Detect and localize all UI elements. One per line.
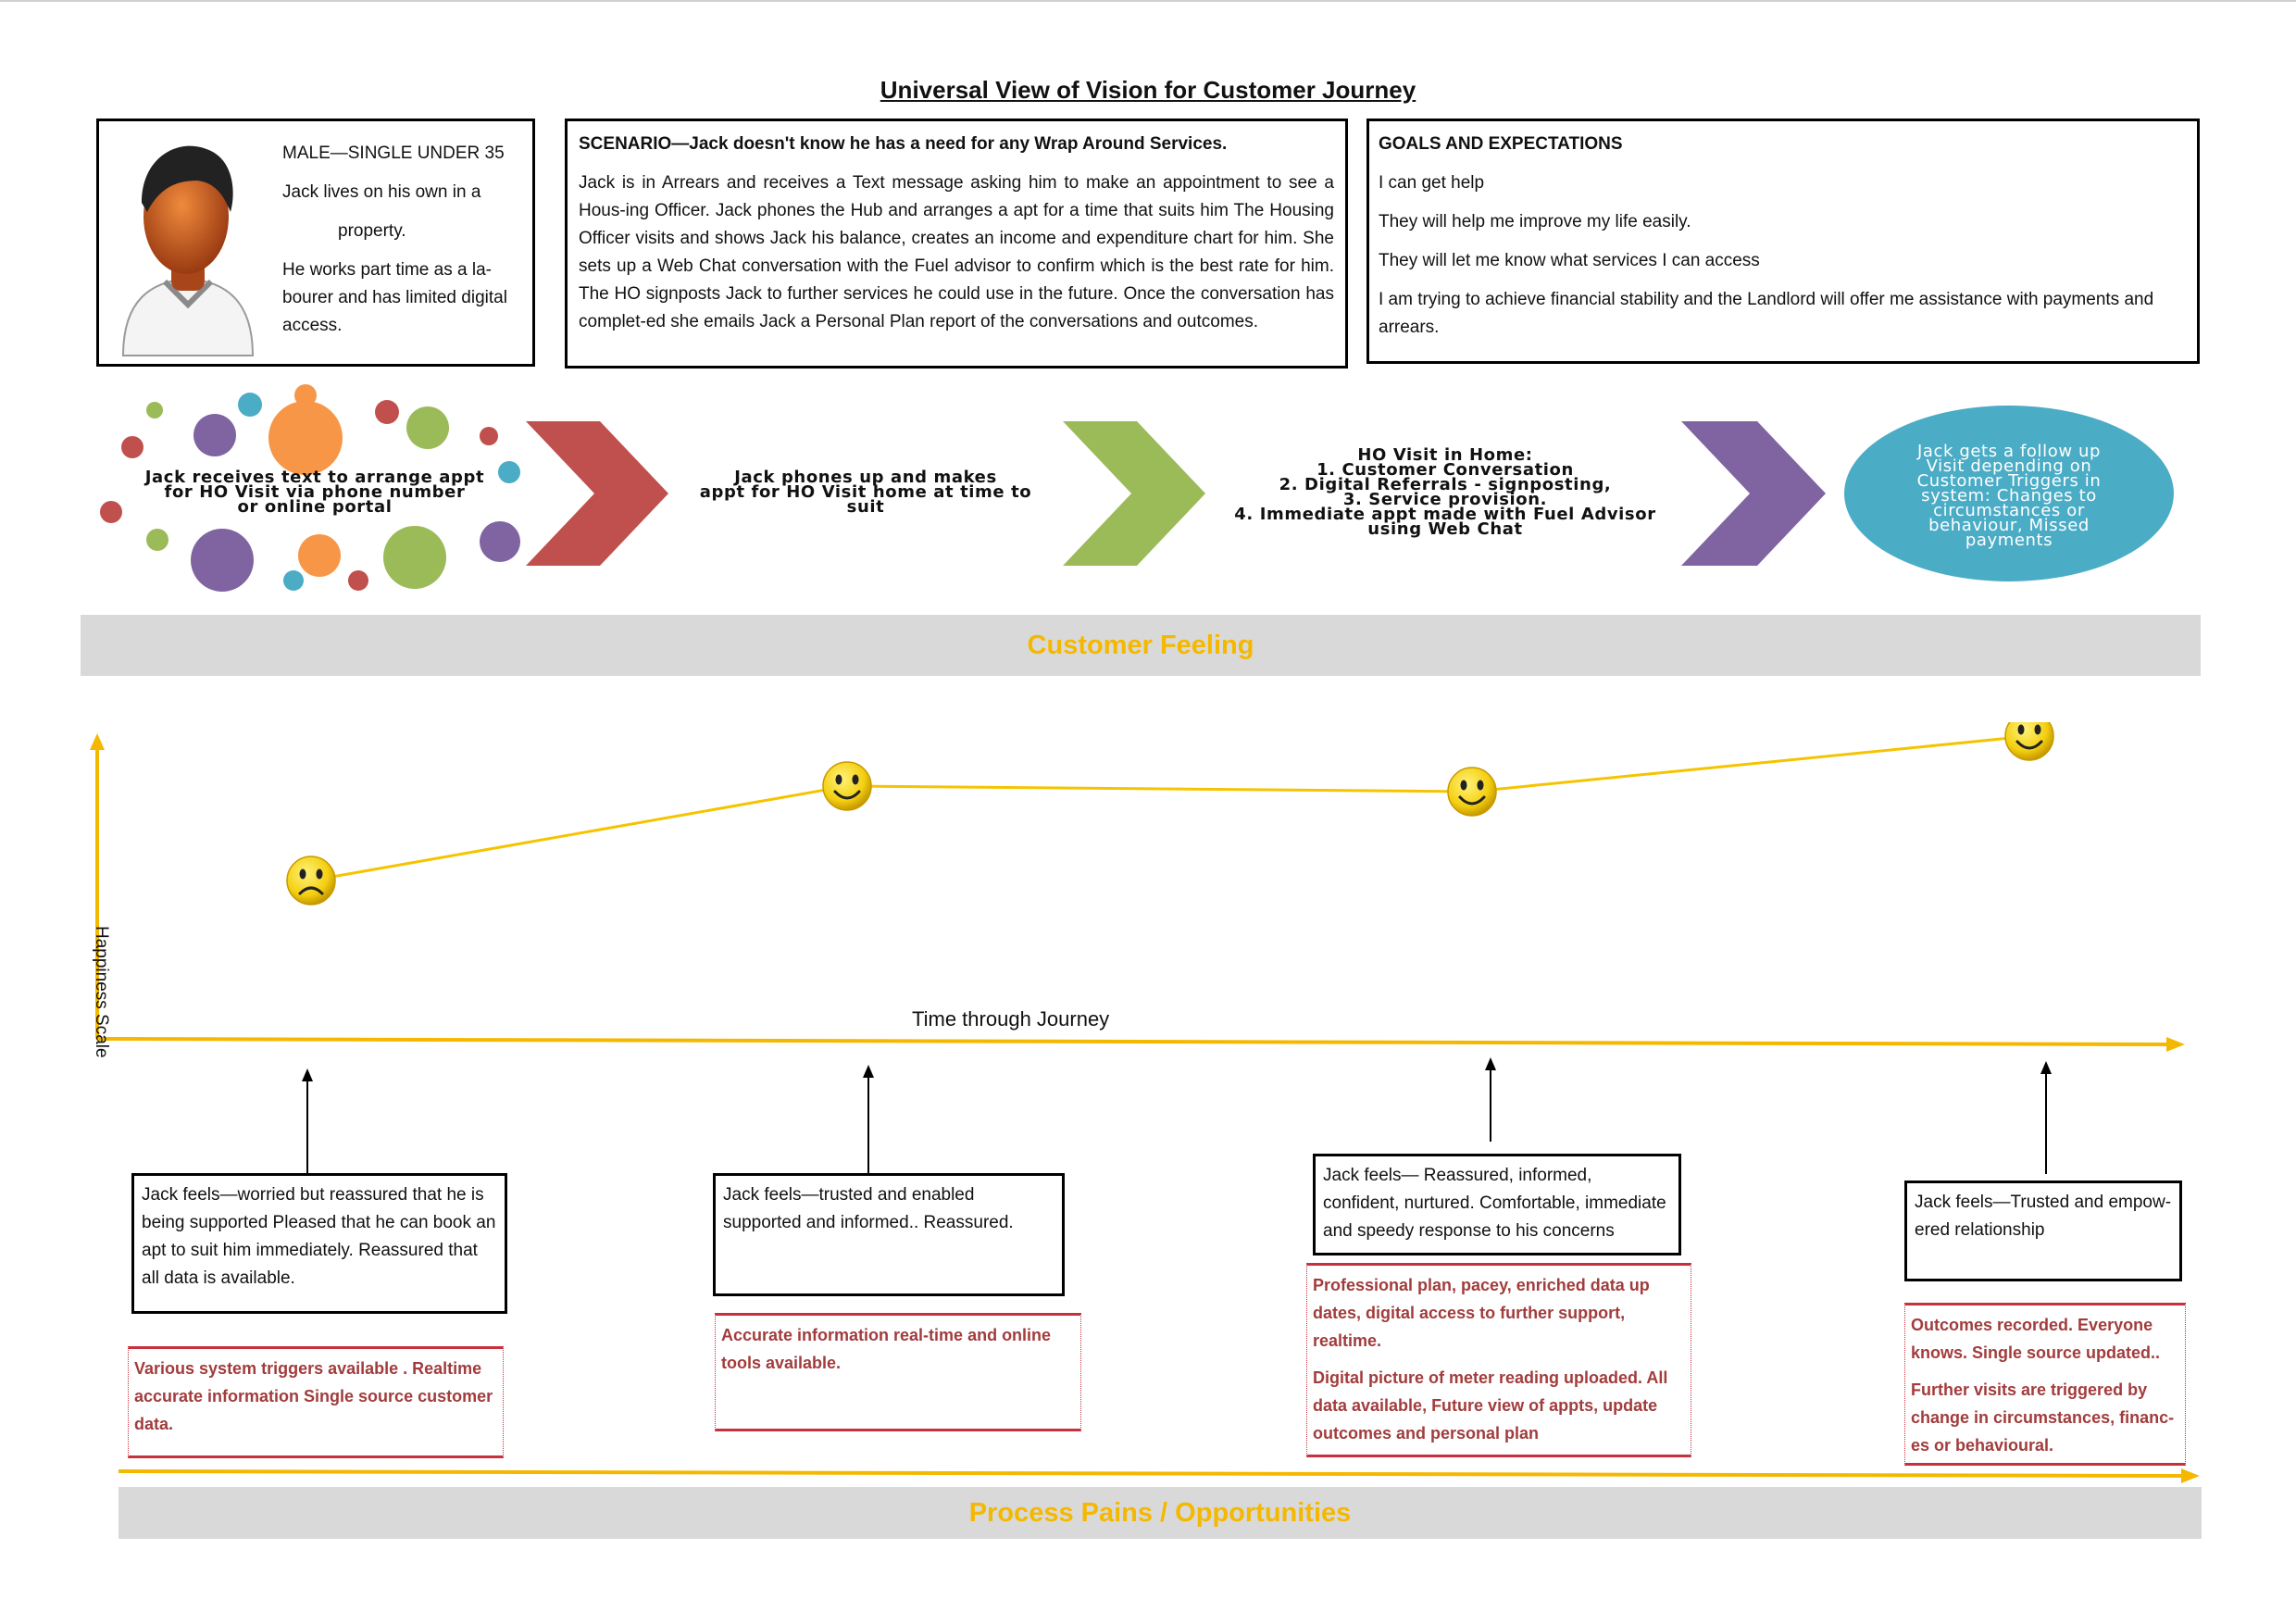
stage-line: 2. Digital Referrals - signposting, bbox=[1279, 475, 1612, 494]
opportunity-text: Various system triggers available . Real… bbox=[134, 1359, 493, 1433]
goal-item: I can get help bbox=[1379, 173, 1485, 193]
stage-line: 1. Customer Conversation bbox=[1316, 460, 1574, 480]
goals-card: GOALS AND EXPECTATIONS I can get help Th… bbox=[1366, 119, 2200, 364]
opportunity-text: Accurate information real-time and onlin… bbox=[721, 1326, 1052, 1372]
stage-text-followup: Jack gets a follow up Visit depending on… bbox=[1861, 442, 2157, 550]
smiley-face-icon bbox=[822, 761, 872, 811]
stage-line: Customer Triggers in bbox=[1916, 471, 2102, 491]
feeling-box-2: Jack feels—trusted and enabled supported… bbox=[713, 1173, 1065, 1296]
scenario-body: Jack is in Arrears and receives a Text m… bbox=[579, 173, 1334, 331]
page-title: Universal View of Vision for Customer Jo… bbox=[880, 76, 1416, 104]
person-avatar-icon bbox=[121, 145, 255, 356]
stage-text-phone: Jack phones up and makes appt for HO Vis… bbox=[667, 468, 1065, 517]
smiley-face-icon bbox=[1447, 767, 1497, 817]
scenario-card: SCENARIO—Jack doesn't know he has a need… bbox=[565, 119, 1348, 369]
persona-card: MALE—SINGLE UNDER 35 Jack lives on his o… bbox=[96, 119, 535, 367]
stage-line: payments bbox=[1965, 531, 2053, 550]
chevron-red bbox=[526, 421, 668, 566]
stage-line: behaviour, Missed bbox=[1928, 516, 2090, 535]
persona-living: Jack lives on his own in a bbox=[282, 182, 481, 202]
feeling-box-4: Jack feels—Trusted and empow-ered relati… bbox=[1904, 1181, 2182, 1281]
stage-line: Jack gets a follow up bbox=[1916, 442, 2102, 461]
x-axis bbox=[96, 1037, 2172, 1046]
stage-line: circumstances or bbox=[1933, 501, 2085, 520]
process-pains-band: Process Pains / Opportunities bbox=[119, 1487, 2202, 1539]
stage-line: using Web Chat bbox=[1367, 519, 1523, 539]
stage-line: Jack phones up and makes bbox=[734, 468, 997, 487]
chevron-purple bbox=[1681, 421, 1826, 566]
y-axis-arrow bbox=[90, 733, 105, 750]
opportunity-text: Outcomes recorded. Everyone knows. Singl… bbox=[1911, 1316, 2161, 1362]
feeling-box-3: Jack feels— Reassured, informed, confide… bbox=[1313, 1154, 1681, 1255]
goal-item: They will help me improve my life easily… bbox=[1379, 212, 1691, 231]
x-axis-arrow bbox=[2166, 1037, 2185, 1052]
smiley-face-icon bbox=[2004, 722, 2054, 761]
persona-demographic: MALE—SINGLE UNDER 35 bbox=[282, 144, 505, 163]
stage-text-receive-sms: Jack receives text to arrange appt for H… bbox=[111, 468, 518, 517]
stage-line: HO Visit in Home: bbox=[1357, 445, 1533, 465]
stage-line: Jack receives text to arrange appt bbox=[144, 468, 485, 487]
sad-face-icon bbox=[286, 856, 336, 906]
chevron-green bbox=[1063, 421, 1205, 566]
stage-line: appt for HO Visit home at time to bbox=[699, 482, 1032, 502]
opportunity-box-2: Accurate information real-time and onlin… bbox=[715, 1313, 1081, 1431]
decorative-dots bbox=[100, 384, 520, 592]
stage-line: 4. Immediate appt made with Fuel Advisor bbox=[1234, 505, 1656, 524]
stage-line: Visit depending on bbox=[1926, 456, 2092, 476]
goal-item: I am trying to achieve financial stabili… bbox=[1379, 290, 2154, 337]
top-rule bbox=[0, 0, 2296, 2]
stage-text-ho-visit: HO Visit in Home: 1. Customer Conversati… bbox=[1200, 445, 1691, 539]
scenario-title: SCENARIO—Jack doesn't know he has a need… bbox=[579, 134, 1228, 154]
journey-stages bbox=[100, 384, 2174, 592]
customer-feeling-band: Customer Feeling bbox=[81, 615, 2201, 676]
opportunity-text: Professional plan, pacey, enriched data … bbox=[1313, 1276, 1650, 1350]
process-arrow bbox=[118, 1468, 2200, 1483]
opportunity-box-1: Various system triggers available . Real… bbox=[128, 1346, 504, 1458]
happiness-line bbox=[310, 734, 2030, 882]
opportunity-text: Further visits are triggered by change i… bbox=[1911, 1380, 2175, 1455]
opportunity-box-3: Professional plan, pacey, enriched data … bbox=[1306, 1263, 1691, 1457]
feeling-box-1: Jack feels—worried but reassured that he… bbox=[131, 1173, 507, 1314]
stage-line: system: Changes to bbox=[1921, 486, 2097, 506]
stage-line: or online portal bbox=[237, 497, 393, 517]
stage-line: for HO Visit via phone number bbox=[164, 482, 466, 502]
followup-circle bbox=[1844, 406, 2174, 581]
happiness-chart bbox=[90, 722, 2185, 1052]
goal-item: They will let me know what services I ca… bbox=[1379, 251, 1760, 270]
opportunity-text: Digital picture of meter reading uploade… bbox=[1313, 1368, 1668, 1443]
goals-title: GOALS AND EXPECTATIONS bbox=[1379, 134, 1623, 154]
stage-line: 3. Service provision. bbox=[1342, 490, 1548, 509]
pointer-arrows bbox=[302, 1057, 2052, 1174]
opportunity-box-4: Outcomes recorded. Everyone knows. Singl… bbox=[1904, 1303, 2186, 1466]
persona-work: He works part time as a la-bourer and ha… bbox=[282, 260, 507, 335]
stage-line: suit bbox=[846, 497, 885, 517]
persona-property: property. bbox=[338, 221, 406, 241]
x-axis-label: Time through Journey bbox=[912, 1007, 1110, 1031]
